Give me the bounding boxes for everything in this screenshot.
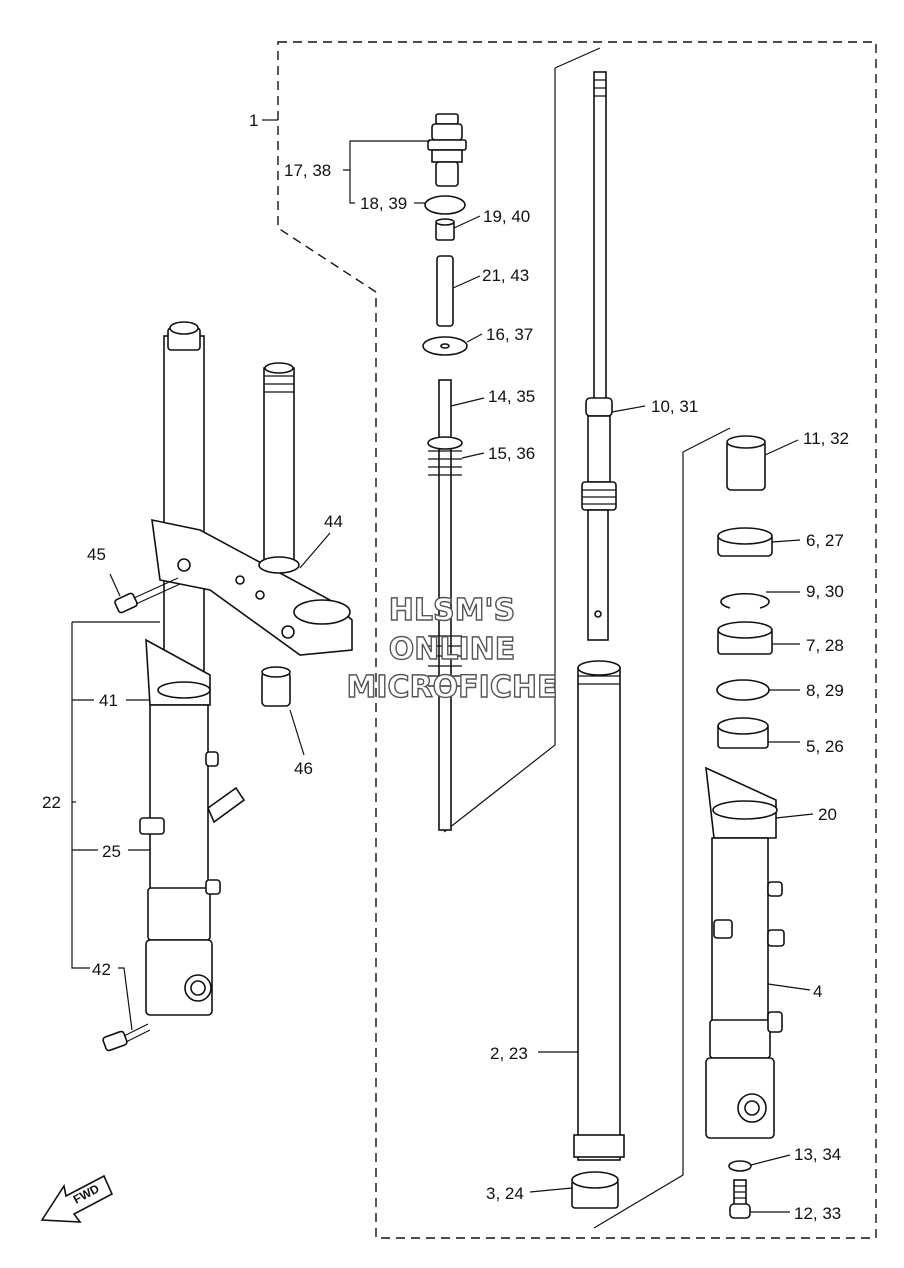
seal-3-24 (571, 1171, 619, 1209)
callout-19-40: 19, 40 (483, 207, 530, 226)
fork-assembly-left (151, 321, 353, 677)
oring-18-39 (424, 195, 466, 215)
damper-rod (581, 71, 617, 641)
callout-13-34: 13, 34 (794, 1145, 841, 1164)
callout-15-36: 15, 36 (488, 444, 535, 463)
callout-12-33: 12, 33 (794, 1204, 841, 1223)
inner-group-bracket-top (443, 47, 601, 833)
adjuster-17-38 (427, 113, 467, 187)
watermark-line3: MICROFICHE (347, 670, 558, 705)
bolt-12-33 (729, 1179, 751, 1219)
inner-group-bracket-right (593, 427, 731, 1229)
clip-9-30 (720, 592, 770, 609)
bolt-42 (102, 1023, 151, 1052)
outer-tube (573, 660, 625, 1161)
washer-13-34 (728, 1160, 752, 1172)
dust-seal-20 (705, 766, 778, 839)
fwd-arrow-icon (40, 1174, 114, 1223)
callout-2-23: 2, 23 (490, 1044, 528, 1063)
callout-22: 22 (42, 793, 61, 812)
bushing-5-26 (717, 717, 769, 749)
watermark-line1: HLSM'S (389, 593, 515, 628)
spring-14-35 (427, 379, 463, 831)
callout-45: 45 (87, 545, 106, 564)
outer-slider-4 (705, 837, 785, 1139)
spacer-21-43 (436, 255, 454, 327)
callout-25: 25 (102, 842, 121, 861)
callout-11-32: 11, 32 (803, 429, 849, 448)
callout-16-37: 16, 37 (486, 325, 533, 344)
callout-9-30: 9, 30 (806, 582, 844, 601)
callout-4: 4 (813, 982, 822, 1001)
washer-8-29 (716, 679, 770, 701)
callout-20: 20 (818, 805, 837, 824)
callout-44: 44 (324, 512, 343, 531)
nut-19-40 (435, 218, 455, 241)
callout-5-26: 5, 26 (806, 737, 844, 756)
callout-46: 46 (294, 759, 313, 778)
seal-6-27 (717, 527, 773, 557)
callout-6-27: 6, 27 (806, 531, 844, 550)
cap-11-32 (726, 435, 766, 491)
callout-17-38: 17, 38 (284, 161, 331, 180)
callout-41: 41 (99, 691, 118, 710)
fork-slider-left (139, 638, 246, 1016)
assembly-boundary (277, 41, 877, 1239)
callout-10-31: 10, 31 (651, 397, 698, 416)
callout-42: 42 (92, 960, 111, 979)
bolt-45 (114, 577, 181, 614)
watermark-line2: ONLINE (389, 632, 516, 667)
washer-16-37 (422, 336, 468, 356)
callout-21-43: 21, 43 (482, 266, 529, 285)
bushing-46 (261, 666, 291, 707)
leader-lines (71, 119, 814, 1213)
callout-7-28: 7, 28 (806, 636, 844, 655)
callout-14-35: 14, 35 (488, 387, 535, 406)
callout-3-24: 3, 24 (486, 1184, 524, 1203)
callout-8-29: 8, 29 (806, 681, 844, 700)
bushing-7-28 (717, 621, 773, 655)
callout-1: 1 (249, 111, 258, 130)
callout-18-39: 18, 39 (360, 194, 407, 213)
